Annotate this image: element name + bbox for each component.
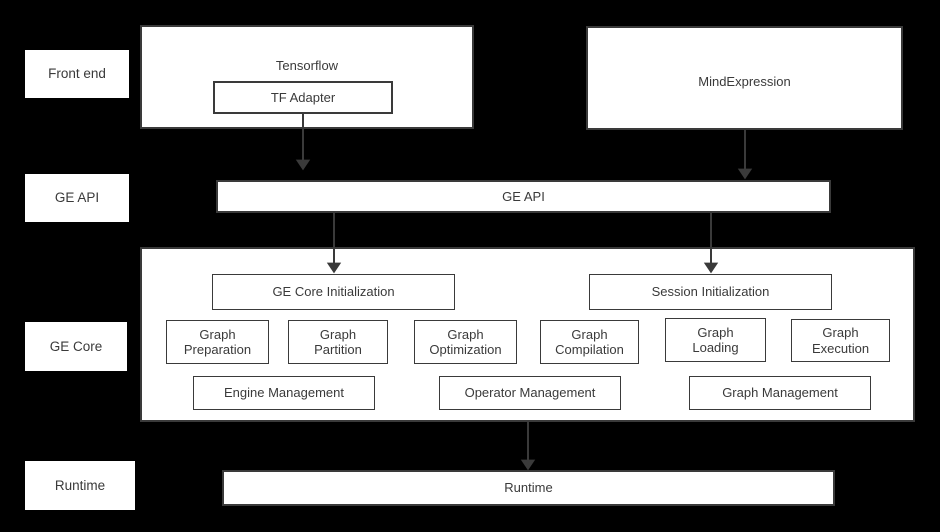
graph-optimization-box[interactable]: Graph Optimization [414,320,517,364]
runtime-bar-label: Runtime [504,480,553,496]
operator-management-label: Operator Management [464,385,596,401]
graph-execution-line2: Execution [811,340,870,356]
engine-management-label: Engine Management [224,385,344,401]
graph-loading-box[interactable]: Graph Loading [665,318,766,362]
engine-management-box[interactable]: Engine Management [193,376,375,410]
tf-adapter-box[interactable]: TF Adapter [213,81,393,114]
ge-api-bar[interactable]: GE API [216,180,831,213]
graph-loading-line1: Graph [697,324,734,340]
graph-compilation-line1: Graph [571,326,608,342]
session-initialization-box[interactable]: Session Initialization [589,274,832,310]
layer-label-front-end: Front end [25,50,129,98]
layer-label-ge-core-text: GE Core [49,338,103,354]
mindexpression-label: MindExpression [698,74,791,89]
graph-partition-line2: Partition [314,342,362,357]
layer-label-ge-api-text: GE API [54,190,100,206]
layer-label-runtime: Runtime [25,461,135,510]
layer-label-runtime-text: Runtime [54,477,106,493]
graph-execution-line1: Graph [822,325,859,341]
runtime-bar[interactable]: Runtime [222,470,835,506]
graph-execution-box[interactable]: Graph Execution [791,319,890,362]
session-initialization-label: Session Initialization [651,284,770,300]
ge-core-initialization-box[interactable]: GE Core Initialization [212,274,455,310]
tf-adapter-label: TF Adapter [270,89,336,105]
graph-compilation-line2: Compilation [555,342,624,357]
graph-optimization-line1: Graph [447,326,484,342]
graph-partition-box[interactable]: Graph Partition [288,320,388,364]
graph-management-box[interactable]: Graph Management [689,376,871,410]
layer-label-ge-core: GE Core [25,322,127,371]
layer-label-ge-api: GE API [25,174,129,222]
graph-preparation-line2: Preparation [183,342,252,357]
operator-management-box[interactable]: Operator Management [439,376,621,410]
graph-loading-line2: Loading [692,340,739,355]
tensorflow-label: Tensorflow [275,58,339,73]
mindexpression-container: MindExpression [586,26,903,130]
graph-preparation-line1: Graph [199,326,236,342]
layer-label-front-end-text: Front end [48,66,106,82]
graph-preparation-box[interactable]: Graph Preparation [166,320,269,364]
ge-core-initialization-label: GE Core Initialization [272,284,395,300]
graph-partition-line1: Graph [319,326,357,342]
ge-api-bar-label: GE API [502,188,545,204]
graph-management-label: Graph Management [722,385,838,401]
graph-compilation-box[interactable]: Graph Compilation [540,320,639,364]
graph-optimization-line2: Optimization [429,342,502,357]
